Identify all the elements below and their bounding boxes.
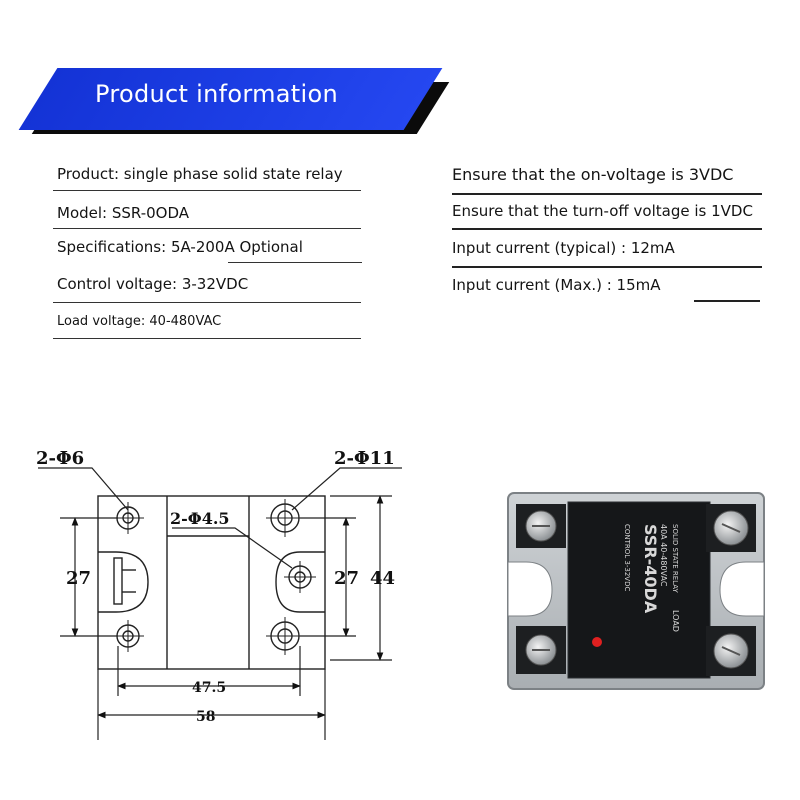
photo-rating-label: 40A 40-480VAC — [659, 524, 668, 587]
spec-turn-off-voltage: Ensure that the turn-off voltage is 1VDC — [452, 202, 753, 220]
photo-load-label: LOAD — [671, 610, 680, 632]
spec-divider — [53, 302, 361, 303]
spec-divider — [452, 193, 762, 195]
photo-control-label: CONTROL 3-32VDC — [623, 524, 631, 591]
relay-outline — [97, 495, 326, 670]
hole-right-label: 2-Φ11 — [334, 448, 395, 469]
product-photo: SOLID STATE RELAY SSR-40DA 40A 40-480VAC… — [507, 492, 765, 690]
dimension-drawing: 2-Φ6 2-Φ11 2-Φ4.5 27 27 44 47.5 58 — [36, 448, 402, 740]
spec-divider — [452, 228, 762, 230]
status-led — [592, 637, 602, 647]
spec-divider — [228, 262, 362, 263]
section-banner: Product information — [18, 64, 450, 138]
spec-on-voltage: Ensure that the on-voltage is 3VDC — [452, 165, 734, 184]
dim-total-height: 44 — [370, 568, 395, 589]
spec-divider — [694, 300, 760, 302]
dim-total-width: 58 — [196, 709, 215, 725]
dim-left-height: 27 — [66, 568, 91, 589]
spec-input-current-typical: Input current (typical) : 12mA — [452, 239, 675, 257]
spec-divider — [53, 190, 361, 191]
photo-small-text: SOLID STATE RELAY — [671, 524, 679, 593]
photo-model-label: SSR-40DA — [641, 524, 660, 614]
dim-right-height: 27 — [334, 568, 359, 589]
spec-divider — [452, 266, 762, 268]
spec-product: Product: single phase solid state relay — [57, 165, 343, 183]
spec-specifications: Specifications: 5A-200A Optional — [57, 238, 303, 256]
spec-model: Model: SSR-0ODA — [57, 204, 190, 222]
spec-control-voltage: Control voltage: 3-32VDC — [57, 275, 249, 293]
hole-left-label: 2-Φ6 — [36, 448, 84, 469]
spec-divider — [53, 338, 361, 339]
spec-load-voltage: Load voltage: 40-480VAC — [57, 314, 222, 329]
hole-center-label: 2-Φ4.5 — [170, 509, 230, 528]
dim-hole-spacing: 47.5 — [192, 680, 226, 696]
spec-divider — [53, 228, 361, 229]
section-title: Product information — [95, 80, 338, 108]
spec-input-current-max: Input current (Max.) : 15mA — [452, 276, 661, 294]
